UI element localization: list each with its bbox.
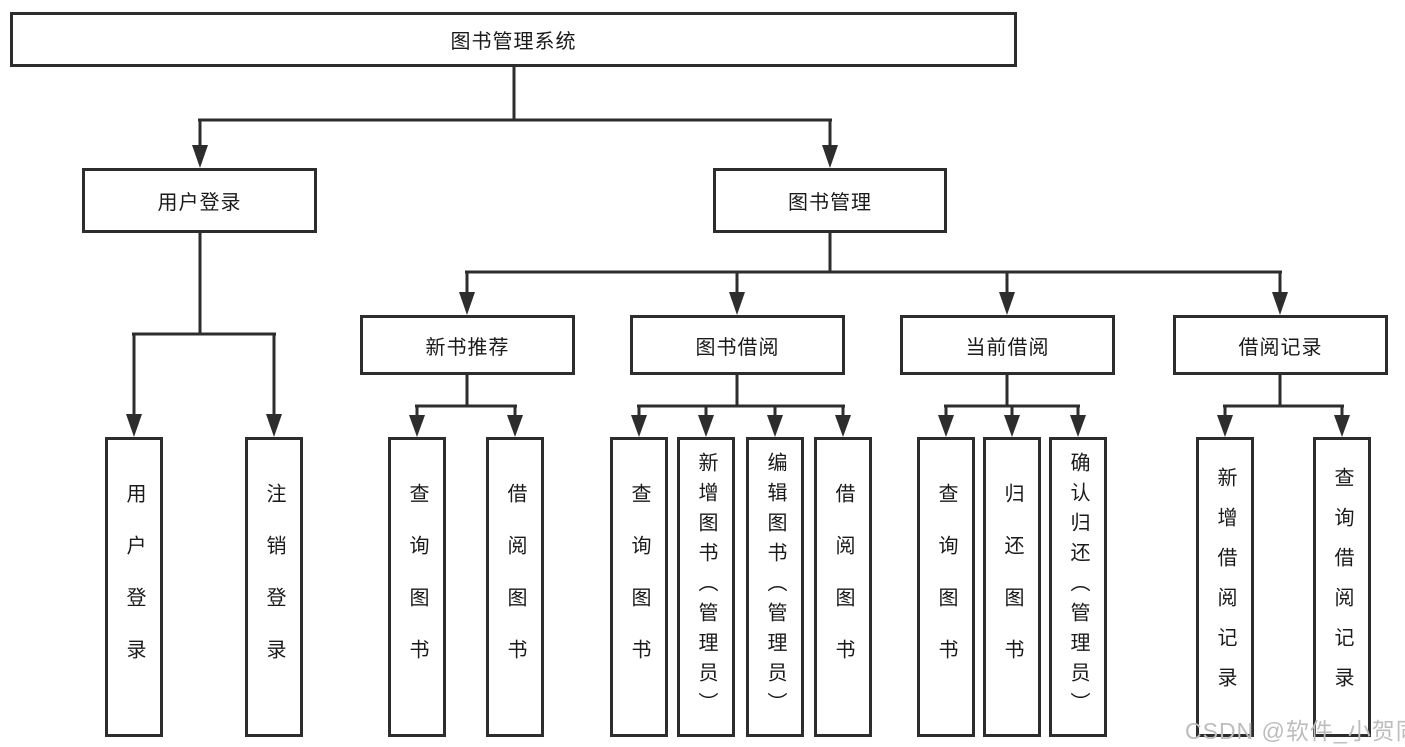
leaf-add-borrow-record: 新增借阅记录 <box>1196 437 1254 737</box>
node-borrow-records: 借阅记录 <box>1173 315 1388 375</box>
leaf-label: 查询图书 <box>628 483 650 691</box>
node-current-borrow: 当前借阅 <box>900 315 1115 375</box>
csdn-watermark: CSDN @软件_小贺同学 <box>1185 718 1405 744</box>
leaf-query-books-current: 查询图书 <box>917 437 975 737</box>
leaf-add-book-admin: 新增图书（管理员） <box>677 437 735 737</box>
leaf-label: 查询借阅记录 <box>1331 467 1353 707</box>
node-label: 用户登录 <box>157 192 242 214</box>
leaf-borrow-books: 借阅图书 <box>814 437 872 737</box>
leaf-logout: 注销登录 <box>245 437 303 737</box>
leaf-label: 编辑图书（管理员） <box>764 452 786 722</box>
leaf-label: 注销登录 <box>263 483 285 691</box>
leaf-label: 借阅图书 <box>504 483 526 691</box>
node-user-login: 用户登录 <box>82 168 317 233</box>
leaf-label: 确认归还（管理员） <box>1067 452 1089 722</box>
leaf-label: 新增图书（管理员） <box>695 452 717 722</box>
leaf-label: 查询图书 <box>406 483 428 691</box>
leaf-query-books-recommend: 查询图书 <box>388 437 446 737</box>
leaf-label: 归还图书 <box>1001 483 1023 691</box>
leaf-borrow-books-recommend: 借阅图书 <box>486 437 544 737</box>
leaf-user-login: 用户登录 <box>105 437 163 737</box>
node-label: 图书借阅 <box>695 336 780 359</box>
node-label: 图书管理系统 <box>450 31 577 53</box>
leaf-confirm-return-admin: 确认归还（管理员） <box>1049 437 1107 737</box>
leaf-return-books: 归还图书 <box>983 437 1041 737</box>
node-label: 当前借阅 <box>965 336 1050 359</box>
node-book-management: 图书管理 <box>713 168 947 233</box>
node-label: 图书管理 <box>788 192 872 214</box>
node-label: 借阅记录 <box>1238 336 1323 359</box>
node-library-system: 图书管理系统 <box>10 12 1017 67</box>
node-label: 新书推荐 <box>425 336 510 359</box>
leaf-label: 新增借阅记录 <box>1214 467 1236 707</box>
leaf-label: 查询图书 <box>935 483 957 691</box>
leaf-edit-book-admin: 编辑图书（管理员） <box>746 437 804 737</box>
leaf-label: 借阅图书 <box>832 483 854 691</box>
leaf-query-books-borrow: 查询图书 <box>610 437 668 737</box>
leaf-query-borrow-record: 查询借阅记录 <box>1313 437 1371 737</box>
leaf-label: 用户登录 <box>123 483 145 691</box>
node-new-book-recommend: 新书推荐 <box>360 315 575 375</box>
node-book-borrow: 图书借阅 <box>630 315 845 375</box>
